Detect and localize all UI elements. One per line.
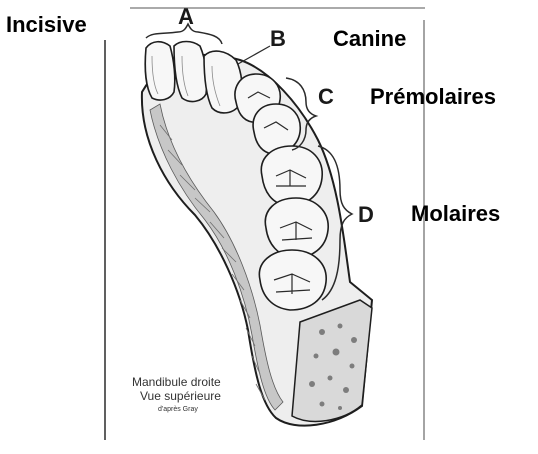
label-canine: Canine [333,28,406,50]
molar-3 [259,250,326,310]
letter-d: D [358,202,374,227]
caption-line-2: Vue supérieure [140,389,221,403]
caption-line-3: d'après Gray [158,406,198,413]
incisor-central [145,42,175,100]
letter-b: B [270,26,286,51]
caption-line-1: Mandibule droite [132,375,221,389]
molar-2 [265,198,328,258]
label-incisive: Incisive [6,14,87,36]
molars [259,146,328,310]
incisor-lateral [174,42,207,102]
letter-c: C [318,84,334,109]
label-premolaires: Prémolaires [370,86,496,108]
letter-a: A [178,4,194,29]
label-molaires: Molaires [411,203,500,225]
molar-1 [261,146,322,206]
